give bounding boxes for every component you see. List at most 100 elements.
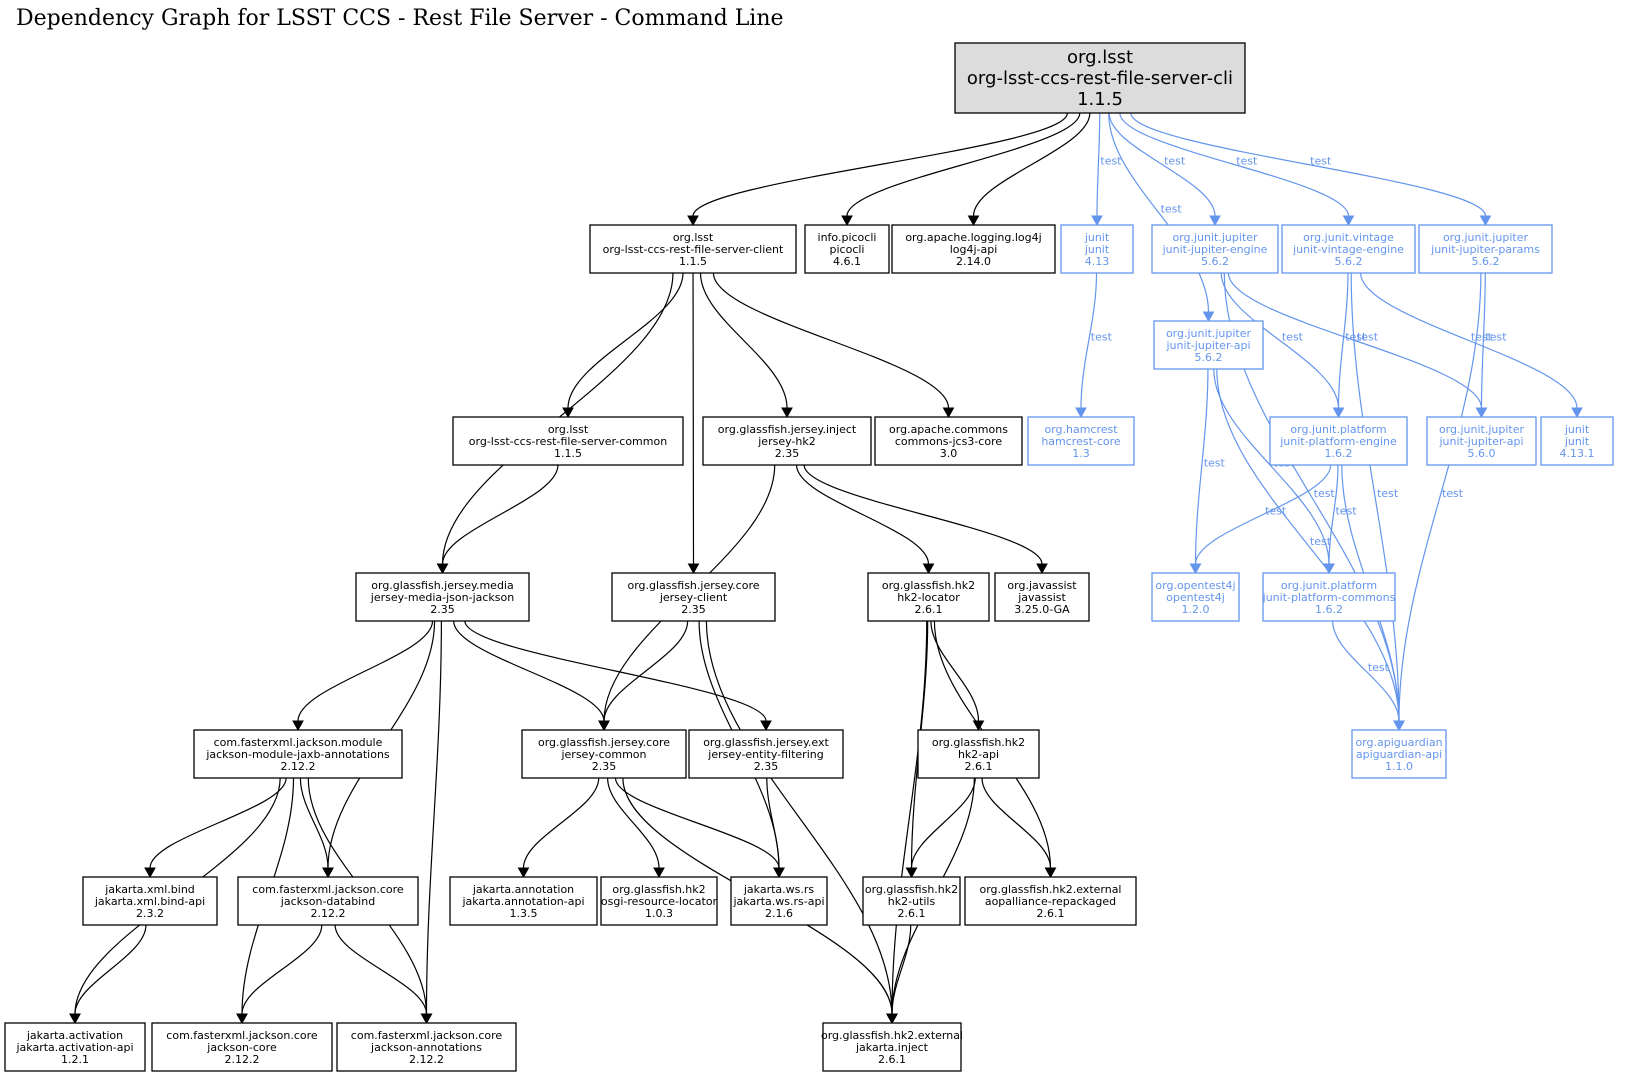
node-jclient[interactable]: org.glassfish.jersey.corejersey-client2.… (611, 572, 776, 622)
node-box (82, 876, 218, 926)
arrowhead-icon (292, 720, 304, 732)
node-artifact: junit (1084, 243, 1110, 256)
node-jsonjackson[interactable]: org.glassfish.jersey.mediajersey-media-j… (355, 572, 530, 622)
node-jaxbann[interactable]: com.fasterxml.jackson.modulejackson-modu… (193, 729, 403, 779)
node-artifact: hk2-locator (897, 591, 960, 604)
node-jcommon[interactable]: org.glassfish.jersey.corejersey-common2.… (521, 729, 687, 779)
edge-label: test (1164, 155, 1186, 168)
node-common[interactable]: org.lsstorg-lsst-ccs-rest-file-server-co… (452, 416, 684, 466)
edge-databind-to-jannotations (334, 924, 433, 1025)
node-platcommons[interactable]: org.junit.platformjunit-platform-commons… (1262, 572, 1396, 622)
edge-label: test (1345, 331, 1367, 344)
node-inject[interactable]: org.glassfish.hk2.externaljakarta.inject… (821, 1022, 963, 1072)
edge-client-to-jclient (687, 272, 700, 575)
node-activation[interactable]: jakarta.activationjakarta.activation-api… (4, 1022, 146, 1072)
edge-label: test (1091, 331, 1113, 344)
edge-cli-to-log4j (967, 112, 1091, 227)
arrowhead-icon (886, 1013, 898, 1025)
node-artifact: junit-jupiter-params (1430, 243, 1540, 256)
edge-line (891, 620, 928, 1015)
edge-junit413-to-hamcrest: test (1075, 272, 1113, 419)
node-group: org.junit.jupiter (1443, 231, 1529, 244)
node-artifact: junit-jupiter-api (1438, 435, 1523, 448)
node-artifact: jersey-common (560, 748, 646, 761)
edge-line (1220, 272, 1340, 409)
node-group: org.glassfish.jersey.core (627, 579, 759, 592)
arrowhead-icon (653, 867, 665, 879)
node-version: 2.1.6 (765, 907, 793, 920)
node-annapi[interactable]: jakarta.annotationjakarta.annotation-api… (449, 876, 598, 926)
node-artifact: jakarta.ws.rs-api (732, 895, 824, 908)
node-cli[interactable]: org.lsstorg-lsst-ccs-rest-file-server-cl… (954, 42, 1246, 114)
edge-jcommon-to-osgiloc (607, 777, 665, 879)
node-jerseyhk2[interactable]: org.glassfish.jersey.injectjersey-hk22.3… (702, 416, 872, 466)
node-version: 5.6.2 (1472, 255, 1500, 268)
node-group: org.junit.platform (1290, 423, 1386, 436)
node-version: 2.35 (681, 603, 706, 616)
nodes-layer: org.lsstorg-lsst-ccs-rest-file-server-cl… (4, 42, 1614, 1072)
node-box (521, 729, 687, 779)
edge-line (1328, 464, 1339, 565)
node-entfilt[interactable]: org.glassfish.jersey.extjersey-entity-fi… (688, 729, 844, 779)
edge-jaxbann-to-xmlbind (144, 777, 287, 879)
node-databind[interactable]: com.fasterxml.jackson.corejackson-databi… (237, 876, 419, 926)
arrowhead-icon (773, 867, 785, 879)
arrowhead-icon (1036, 563, 1048, 575)
node-jupparams[interactable]: org.junit.jupiterjunit-jupiter-params5.6… (1418, 224, 1553, 274)
node-vinteng[interactable]: org.junit.vintagejunit-vintage-engine5.6… (1281, 224, 1416, 274)
edge-line (972, 112, 1091, 217)
edge-line (930, 620, 980, 722)
edge-line (846, 112, 1081, 217)
node-box (600, 876, 718, 926)
node-xmlbind[interactable]: jakarta.xml.bindjakarta.xml.bind-api2.3.… (82, 876, 218, 926)
node-box (237, 876, 419, 926)
arrowhead-icon (1475, 407, 1488, 419)
node-group: org.lsst (673, 231, 714, 244)
node-jcore[interactable]: com.fasterxml.jackson.corejackson-core2.… (151, 1022, 333, 1072)
edge-hk2utils-to-inject (886, 924, 912, 1025)
node-box (4, 1022, 146, 1072)
edge-cli-to-junit413: test (1091, 112, 1122, 227)
edge-line (1398, 272, 1482, 722)
edge-line (981, 777, 1052, 869)
node-version: 1.3 (1072, 447, 1090, 460)
node-artifact: jakarta.activation-api (15, 1041, 133, 1054)
node-artifact: jackson-databind (280, 895, 375, 908)
arrowhead-icon (562, 407, 574, 419)
arrowhead-icon (905, 867, 918, 879)
node-box (151, 1022, 333, 1072)
arrowhead-icon (1044, 867, 1057, 879)
node-version: 5.6.2 (1335, 255, 1363, 268)
node-version: 2.12.2 (225, 1053, 260, 1066)
node-client[interactable]: org.lsstorg-lsst-ccs-rest-file-server-cl… (589, 224, 797, 274)
node-artifact: log4j-api (950, 243, 998, 256)
arrowhead-icon (760, 720, 772, 732)
arrowhead-icon (598, 720, 610, 732)
node-osgiloc[interactable]: org.glassfish.hk2osgi-resource-locator1.… (600, 876, 718, 926)
edge-line (607, 777, 660, 869)
node-plateng[interactable]: org.junit.platformjunit-platform-engine1… (1269, 416, 1408, 466)
node-aopalliance[interactable]: org.glassfish.hk2.externalaopalliance-re… (964, 876, 1137, 926)
node-version: 2.12.2 (409, 1053, 444, 1066)
node-jannotations[interactable]: com.fasterxml.jackson.corejackson-annota… (336, 1022, 517, 1072)
edge-label: test (1377, 487, 1399, 500)
edge-line (1216, 368, 1400, 722)
node-version: 1.6.2 (1315, 603, 1343, 616)
node-jupeng[interactable]: org.junit.jupiterjunit-jupiter-engine5.6… (1151, 224, 1279, 274)
